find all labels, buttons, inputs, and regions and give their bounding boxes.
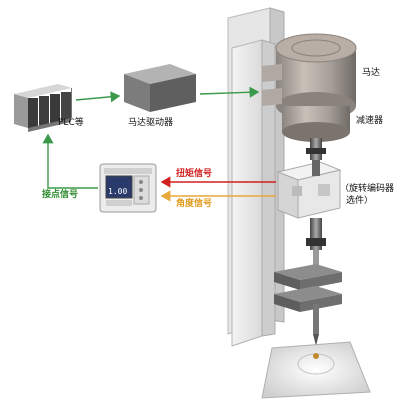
lower-shaft	[306, 218, 326, 270]
plc-label: PLC等	[58, 118, 84, 128]
clamp-block-lower	[274, 286, 342, 312]
encoder-label-line1: （旋转编码器	[340, 184, 395, 194]
motor-driver-label: 马达驱动器	[128, 118, 174, 128]
torque-signal-label: 扭矩信号	[176, 169, 213, 179]
vertical-column	[231, 39, 276, 347]
upper-shaft	[306, 138, 326, 160]
motor-label: 马达	[362, 68, 381, 78]
green-signal-lines	[42, 86, 260, 189]
motor-driver-box	[124, 64, 196, 112]
reducer-label: 减速器	[356, 116, 384, 126]
contact-signal-label: 接点信号	[42, 190, 79, 200]
torque-meter	[99, 163, 157, 213]
clamp-block-upper	[274, 264, 342, 290]
reducer-cylinder	[282, 106, 350, 142]
workpiece-pad	[261, 341, 371, 399]
plc-device	[14, 84, 72, 132]
encoder-sensor-box	[276, 160, 342, 219]
meter-screen-readout: 1.00	[108, 187, 127, 196]
angle-signal-label: 角度信号	[176, 199, 213, 209]
screwdriver-bit	[313, 304, 319, 346]
encoder-label-line2: 选件）	[346, 196, 374, 206]
